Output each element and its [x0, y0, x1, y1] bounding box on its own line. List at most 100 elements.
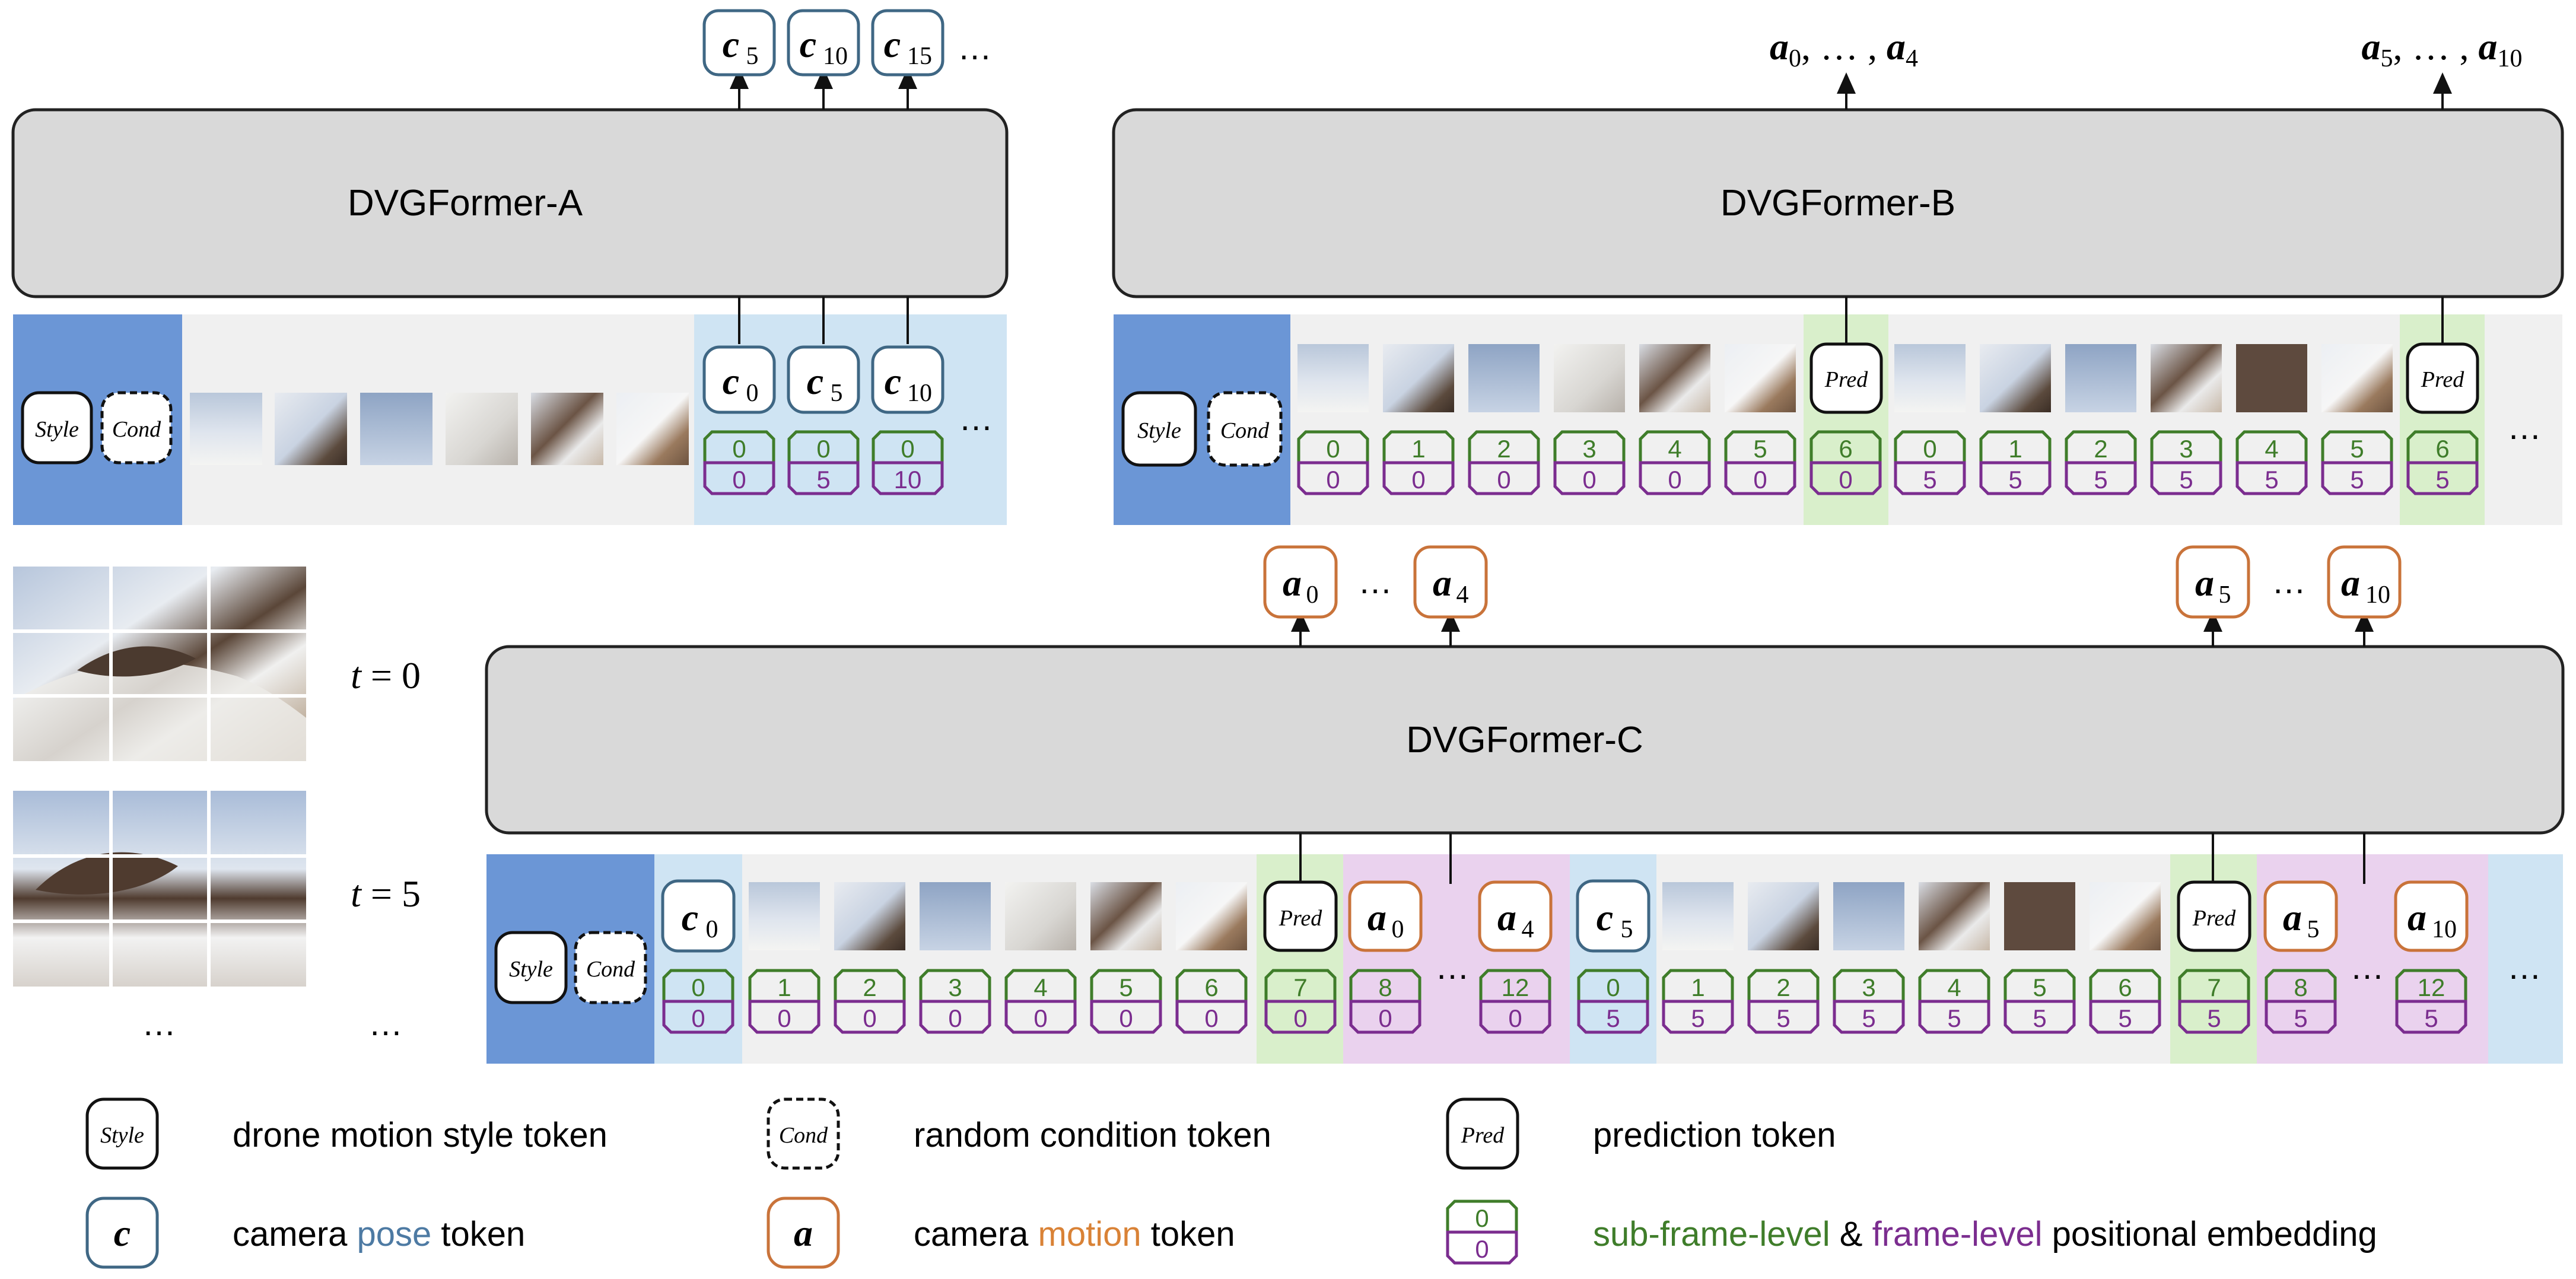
token-subscript: 15: [907, 43, 932, 70]
token-symbol: a: [1283, 562, 1302, 604]
token-subscript: 10: [2432, 916, 2457, 943]
legend-motion-desc-after: token: [1141, 1215, 1235, 1253]
frame-thumbnail: [749, 882, 820, 950]
pe-pair: 45: [1918, 969, 1990, 1034]
cond-token: Cond: [100, 391, 173, 464]
pe-pair: 60: [1809, 430, 1882, 495]
panel-a-output-token: c 10: [787, 9, 860, 77]
panel-c-output-ellipsis: …: [1358, 562, 1392, 601]
output-sym-b: a: [1887, 26, 1906, 68]
pe-frame-value: 5: [2350, 466, 2364, 494]
panel-c-inner-ellipsis: …: [2350, 948, 2384, 987]
legend-pose-desc-after: token: [431, 1215, 525, 1253]
panel-c-inner-ellipsis: …: [1435, 948, 1470, 987]
pe-subframe-value: 8: [1378, 973, 1392, 1001]
frame-thumbnail: [1005, 882, 1076, 950]
pe-subframe-value: 0: [901, 435, 914, 463]
token-symbol: c: [885, 360, 901, 402]
panel-c-output-token: a 5: [2176, 545, 2250, 619]
style-token-label: Style: [1137, 418, 1181, 443]
token-symbol: c: [884, 23, 901, 65]
pe-subframe-value: 12: [2418, 973, 2445, 1001]
frame-thumbnail: [2004, 882, 2075, 950]
token-symbol: a: [2195, 562, 2214, 604]
style-token-label: Style: [509, 957, 553, 982]
pe-subframe-value: 12: [1502, 973, 1529, 1001]
output-mid: , … ,: [1801, 26, 1887, 68]
panel-c: DVGFormer-C a 0 … a 4 a 5 … a: [485, 545, 2565, 1064]
frame-label-eq: = 0: [361, 654, 421, 696]
panel-c-output-token: a 4: [1413, 545, 1488, 619]
pe-pair: 25: [2065, 430, 2137, 495]
pe-pair: 0 10: [872, 430, 944, 495]
frame-thumbnail: [1833, 882, 1904, 950]
output-mid: , … ,: [2393, 26, 2479, 68]
frame-thumbnail: [1894, 344, 1966, 412]
pe-pair: 55: [2003, 969, 2076, 1034]
pose-token: c 0: [661, 879, 736, 953]
panel-a-output-ellipsis: …: [958, 28, 992, 67]
token-symbol: c: [807, 360, 823, 402]
frame-thumbnail: [531, 393, 603, 465]
pose-token: c 5: [787, 345, 860, 414]
pe-subframe-value: 2: [1776, 973, 1790, 1001]
pe-subframe-value: 5: [2350, 435, 2364, 463]
pred-token: Pred: [2177, 880, 2251, 952]
style-token: Style: [494, 931, 568, 1004]
frame-label-var: t: [351, 654, 362, 696]
pe-pair: 00: [1297, 430, 1369, 495]
frame-thumbnail: [920, 882, 991, 950]
panel-c-pose-bg: [2488, 854, 2563, 1064]
pe-pair: 120: [1479, 969, 1551, 1034]
pe-frame-value: 0: [1475, 1235, 1489, 1263]
pred-token-label: Pred: [1824, 367, 1868, 392]
pe-frame-value: 0: [777, 1004, 791, 1032]
pe-pair: 05: [1894, 430, 1966, 495]
pe-pair: 50: [1724, 430, 1796, 495]
legend-pe-desc-after: positional embedding: [2042, 1215, 2377, 1253]
pe-pair: 0 5: [787, 430, 860, 495]
legend-motion: a camera motion token: [767, 1197, 1235, 1269]
pe-subframe-value: 0: [732, 435, 746, 463]
cond-token-label: Cond: [586, 957, 635, 982]
token-subscript: 10: [2365, 581, 2390, 609]
pe-pair: 0 0: [1446, 1200, 1518, 1265]
style-token: Style: [1121, 391, 1197, 467]
cond-token-label: Cond: [112, 417, 161, 442]
output-sub: 5: [2381, 45, 2393, 72]
pe-subframe-value: 0: [691, 973, 705, 1001]
dvgformer-b-block: [1112, 108, 2564, 298]
pred-token-label: Pred: [2192, 906, 2236, 931]
pe-frame-value: 0: [1839, 466, 1852, 494]
dvgformer-c-title: DVGFormer-C: [1406, 720, 1643, 761]
pose-token: c 10: [871, 345, 944, 414]
pe-subframe-value: 2: [2094, 435, 2107, 463]
pe-subframe-value: 4: [1947, 973, 1961, 1001]
panel-c-seq-ellipsis: …: [2507, 948, 2542, 987]
token-subscript: 5: [2219, 581, 2231, 609]
pe-subframe-value: 4: [1668, 435, 1681, 463]
pe-frame-value: 5: [816, 466, 830, 494]
pe-frame-value: 0: [1293, 1004, 1307, 1032]
pe-frame-value: 0: [1508, 1004, 1522, 1032]
pe-pair: 15: [1979, 430, 2052, 495]
pe-pair: 10: [748, 969, 820, 1034]
pe-pair: 70: [1264, 969, 1337, 1034]
pe-subframe-value: 1: [1411, 435, 1425, 463]
legend-cond-token: Cond: [779, 1123, 828, 1148]
frame-thumbnail: [1468, 344, 1540, 412]
token-subscript: 5: [746, 43, 759, 70]
frame-thumbnail: [1176, 882, 1247, 950]
token-symbol: c: [1597, 896, 1613, 938]
pe-pair: 0 0: [703, 430, 775, 495]
frame-thumbnail: [1639, 344, 1710, 412]
pe-subframe-value: 7: [1293, 973, 1307, 1001]
pe-frame-value: 5: [2008, 466, 2022, 494]
legend-pe: 0 0 sub-frame-level & frame-level positi…: [1446, 1200, 2377, 1265]
pe-frame-value: 5: [2118, 1004, 2132, 1032]
pose-token: c 5: [1576, 879, 1650, 953]
pe-frame-value: 0: [1497, 466, 1510, 494]
pred-token-label: Pred: [1279, 906, 1322, 931]
frame-thumbnail: [190, 393, 262, 465]
frame-thumbnail: [1554, 344, 1625, 412]
